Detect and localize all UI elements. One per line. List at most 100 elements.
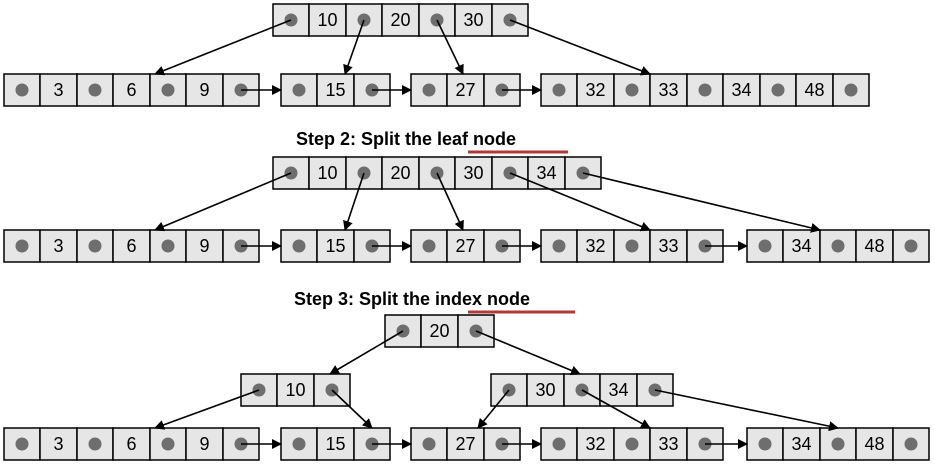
pointer-dot-icon xyxy=(625,437,639,451)
key-value: 20 xyxy=(429,321,449,341)
pointer-dot-icon xyxy=(88,239,102,253)
key-value: 34 xyxy=(791,236,811,256)
key-value: 20 xyxy=(390,163,410,183)
child-pointer-arrow xyxy=(343,19,365,75)
key-value: 15 xyxy=(325,80,345,100)
pointer-dot-icon xyxy=(292,437,306,451)
tree-node: 10 20 30 xyxy=(272,3,529,37)
key-value: 48 xyxy=(804,80,824,100)
key-value: 3 xyxy=(53,434,63,454)
pointer-dot-icon xyxy=(552,437,566,451)
key-cell xyxy=(576,73,615,107)
pointer-cell xyxy=(149,73,187,107)
child-pointer-arrow xyxy=(654,389,839,432)
child-pointer-arrow xyxy=(436,172,464,231)
child-pointer-arrow xyxy=(509,19,651,76)
tree-node: 32 33 xyxy=(540,229,724,263)
key-cell xyxy=(454,3,493,37)
pointer-dot-icon xyxy=(422,239,436,253)
key-cell xyxy=(185,427,224,461)
pointer-dot-icon xyxy=(831,437,845,451)
pointer-dot-icon xyxy=(292,239,306,253)
key-value: 33 xyxy=(658,80,678,100)
key-cell xyxy=(112,73,151,107)
key-value: 32 xyxy=(585,80,605,100)
key-value: 3 xyxy=(53,236,63,256)
child-pointer-arrow xyxy=(154,19,292,76)
child-pointer-arrow xyxy=(581,389,651,429)
pointer-dot-icon xyxy=(292,83,306,97)
key-cell xyxy=(308,156,347,190)
key-value: 3 xyxy=(53,80,63,100)
key-value: 9 xyxy=(199,434,209,454)
key-value: 6 xyxy=(126,434,136,454)
pointer-dot-icon xyxy=(552,83,566,97)
key-cell xyxy=(782,229,821,263)
key-cell xyxy=(576,229,615,263)
key-value: 30 xyxy=(463,10,483,30)
pointer-dot-icon xyxy=(552,239,566,253)
key-cell xyxy=(454,156,493,190)
key-value: 48 xyxy=(864,236,884,256)
pointer-dot-icon xyxy=(771,83,785,97)
pointer-dot-icon xyxy=(161,437,175,451)
key-value: 27 xyxy=(455,434,475,454)
step-2-title: Step 2: Split the leaf node xyxy=(296,129,516,149)
key-value: 32 xyxy=(585,236,605,256)
key-value: 48 xyxy=(864,434,884,454)
key-cell xyxy=(855,229,894,263)
child-pointer-arrow xyxy=(509,172,651,232)
pointer-dot-icon xyxy=(904,437,918,451)
child-pointer-arrow xyxy=(329,330,404,375)
key-cell xyxy=(446,229,485,263)
key-cell xyxy=(316,229,355,263)
pointer-cell xyxy=(613,229,651,263)
key-value: 33 xyxy=(658,236,678,256)
key-value: 27 xyxy=(455,236,475,256)
tree-node: 27 xyxy=(410,73,521,107)
tree-node: 32 33 34 48 xyxy=(540,73,870,107)
pointer-dot-icon xyxy=(904,239,918,253)
tree-node: 3 6 9 xyxy=(3,427,260,461)
child-pointer-arrow xyxy=(475,330,581,376)
key-cell xyxy=(446,427,485,461)
child-pointer-arrow xyxy=(343,172,365,231)
pointer-dot-icon xyxy=(15,83,29,97)
pointer-dot-icon xyxy=(15,437,29,451)
child-pointer-arrow xyxy=(154,389,260,430)
key-cell xyxy=(112,427,151,461)
key-value: 20 xyxy=(390,10,410,30)
tree-node: 20 xyxy=(384,314,495,348)
pointer-dot-icon xyxy=(698,83,712,97)
child-pointer-arrow xyxy=(477,389,510,429)
key-value: 10 xyxy=(317,10,337,30)
child-pointer-arrow xyxy=(331,389,373,429)
key-value: 34 xyxy=(731,80,751,100)
key-value: 9 xyxy=(199,236,209,256)
tree-node: 3 6 9 xyxy=(3,229,260,263)
key-value: 34 xyxy=(536,163,556,183)
pointer-dot-icon xyxy=(161,239,175,253)
key-cell xyxy=(316,73,355,107)
key-value: 34 xyxy=(791,434,811,454)
child-pointer-arrow xyxy=(436,19,464,75)
pointer-dot-icon xyxy=(422,437,436,451)
key-value: 30 xyxy=(535,380,555,400)
key-value: 6 xyxy=(126,236,136,256)
key-cell xyxy=(446,73,485,107)
tree-node: 34 48 xyxy=(746,229,930,263)
pointer-dot-icon xyxy=(88,83,102,97)
key-cell xyxy=(381,156,420,190)
key-value: 9 xyxy=(199,80,209,100)
key-cell xyxy=(782,427,821,461)
step-3-title: Step 3: Split the index node xyxy=(294,289,530,309)
key-cell xyxy=(112,229,151,263)
key-cell xyxy=(316,427,355,461)
key-value: 15 xyxy=(325,434,345,454)
key-value: 33 xyxy=(658,434,678,454)
key-value: 30 xyxy=(463,163,483,183)
